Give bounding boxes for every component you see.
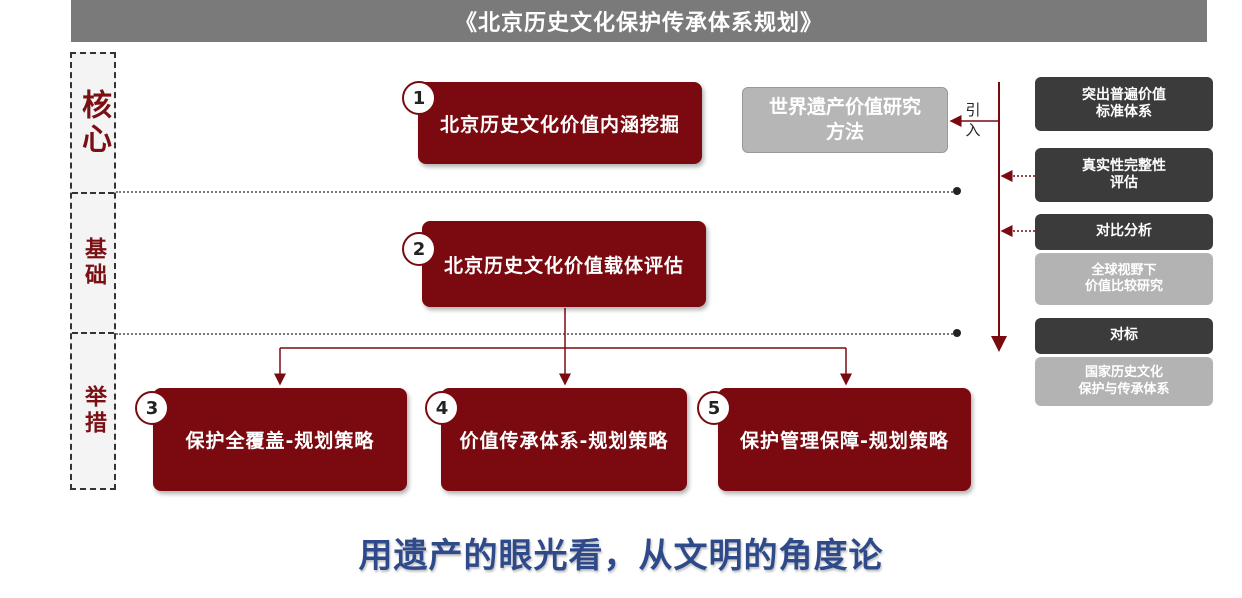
box-label: 北京历史文化价值内涵挖掘 xyxy=(439,113,680,136)
item-line: 全球视野下 xyxy=(1091,262,1157,278)
box-label: 北京历史文化价值载体评估 xyxy=(443,254,684,277)
method-line: 方法 xyxy=(825,121,864,143)
step-number-badge: 2 xyxy=(402,232,436,266)
category-divider xyxy=(72,332,114,334)
step-number-badge: 4 xyxy=(425,391,459,425)
divider-end-dot xyxy=(953,187,961,195)
category-column: 核心 基础 举措 xyxy=(70,52,116,490)
intro-char: 入 xyxy=(965,121,981,140)
item-benchmark: 对标 xyxy=(1035,318,1213,354)
item-line: 标准体系 xyxy=(1096,104,1152,120)
method-line: 世界遗产价值研究 xyxy=(768,96,921,119)
world-heritage-method-box: 世界遗产价值研究 方法 xyxy=(742,87,948,153)
item-line: 对标 xyxy=(1110,327,1138,344)
item-global-comparison: 全球视野下价值比较研究 xyxy=(1035,253,1213,305)
category-divider xyxy=(72,192,114,194)
step-number-badge: 3 xyxy=(135,391,169,425)
item-line: 价值比较研究 xyxy=(1084,279,1163,294)
item-line: 评估 xyxy=(1110,175,1138,191)
box-value-connotation: 北京历史文化价值内涵挖掘 xyxy=(418,82,702,164)
intro-label: 引 入 xyxy=(963,100,983,141)
item-authenticity-integrity: 真实性完整性评估 xyxy=(1035,148,1213,202)
box-label: 保护管理保障-规划策略 xyxy=(740,430,949,452)
item-line: 保护与传承体系 xyxy=(1078,381,1170,397)
page-title: 《北京历史文化保护传承体系规划》 xyxy=(71,0,1207,42)
item-line: 对比分析 xyxy=(1096,223,1152,240)
box-full-coverage: 保护全覆盖-规划策略 xyxy=(153,388,407,491)
item-comparative-analysis: 对比分析 xyxy=(1035,214,1213,250)
item-national-system: 国家历史文化保护与传承体系 xyxy=(1035,357,1213,406)
step-number-badge: 1 xyxy=(402,81,436,115)
item-ouv-standard: 突出普遍价值标准体系 xyxy=(1035,77,1213,131)
section-divider xyxy=(116,333,956,335)
category-measure: 举措 xyxy=(81,385,106,437)
divider-end-dot xyxy=(953,329,961,337)
box-value-carrier: 北京历史文化价值载体评估 xyxy=(422,221,706,307)
item-line: 国家历史文化 xyxy=(1084,365,1163,381)
intro-char: 引 xyxy=(965,101,981,119)
box-label: 保护全覆盖-规划策略 xyxy=(185,430,375,452)
category-core: 核心 xyxy=(76,89,111,157)
box-inheritance-system: 价值传承体系-规划策略 xyxy=(441,388,687,491)
box-label: 价值传承体系-规划策略 xyxy=(459,430,669,452)
box-management-guarantee: 保护管理保障-规划策略 xyxy=(718,388,971,491)
step-number-badge: 5 xyxy=(697,391,731,425)
category-base: 基础 xyxy=(81,237,106,289)
item-line: 真实性完整性 xyxy=(1082,157,1166,174)
slogan: 用遗产的眼光看，从文明的角度论 xyxy=(358,536,884,576)
section-divider xyxy=(116,191,956,193)
item-line: 突出普遍价值 xyxy=(1082,86,1166,103)
